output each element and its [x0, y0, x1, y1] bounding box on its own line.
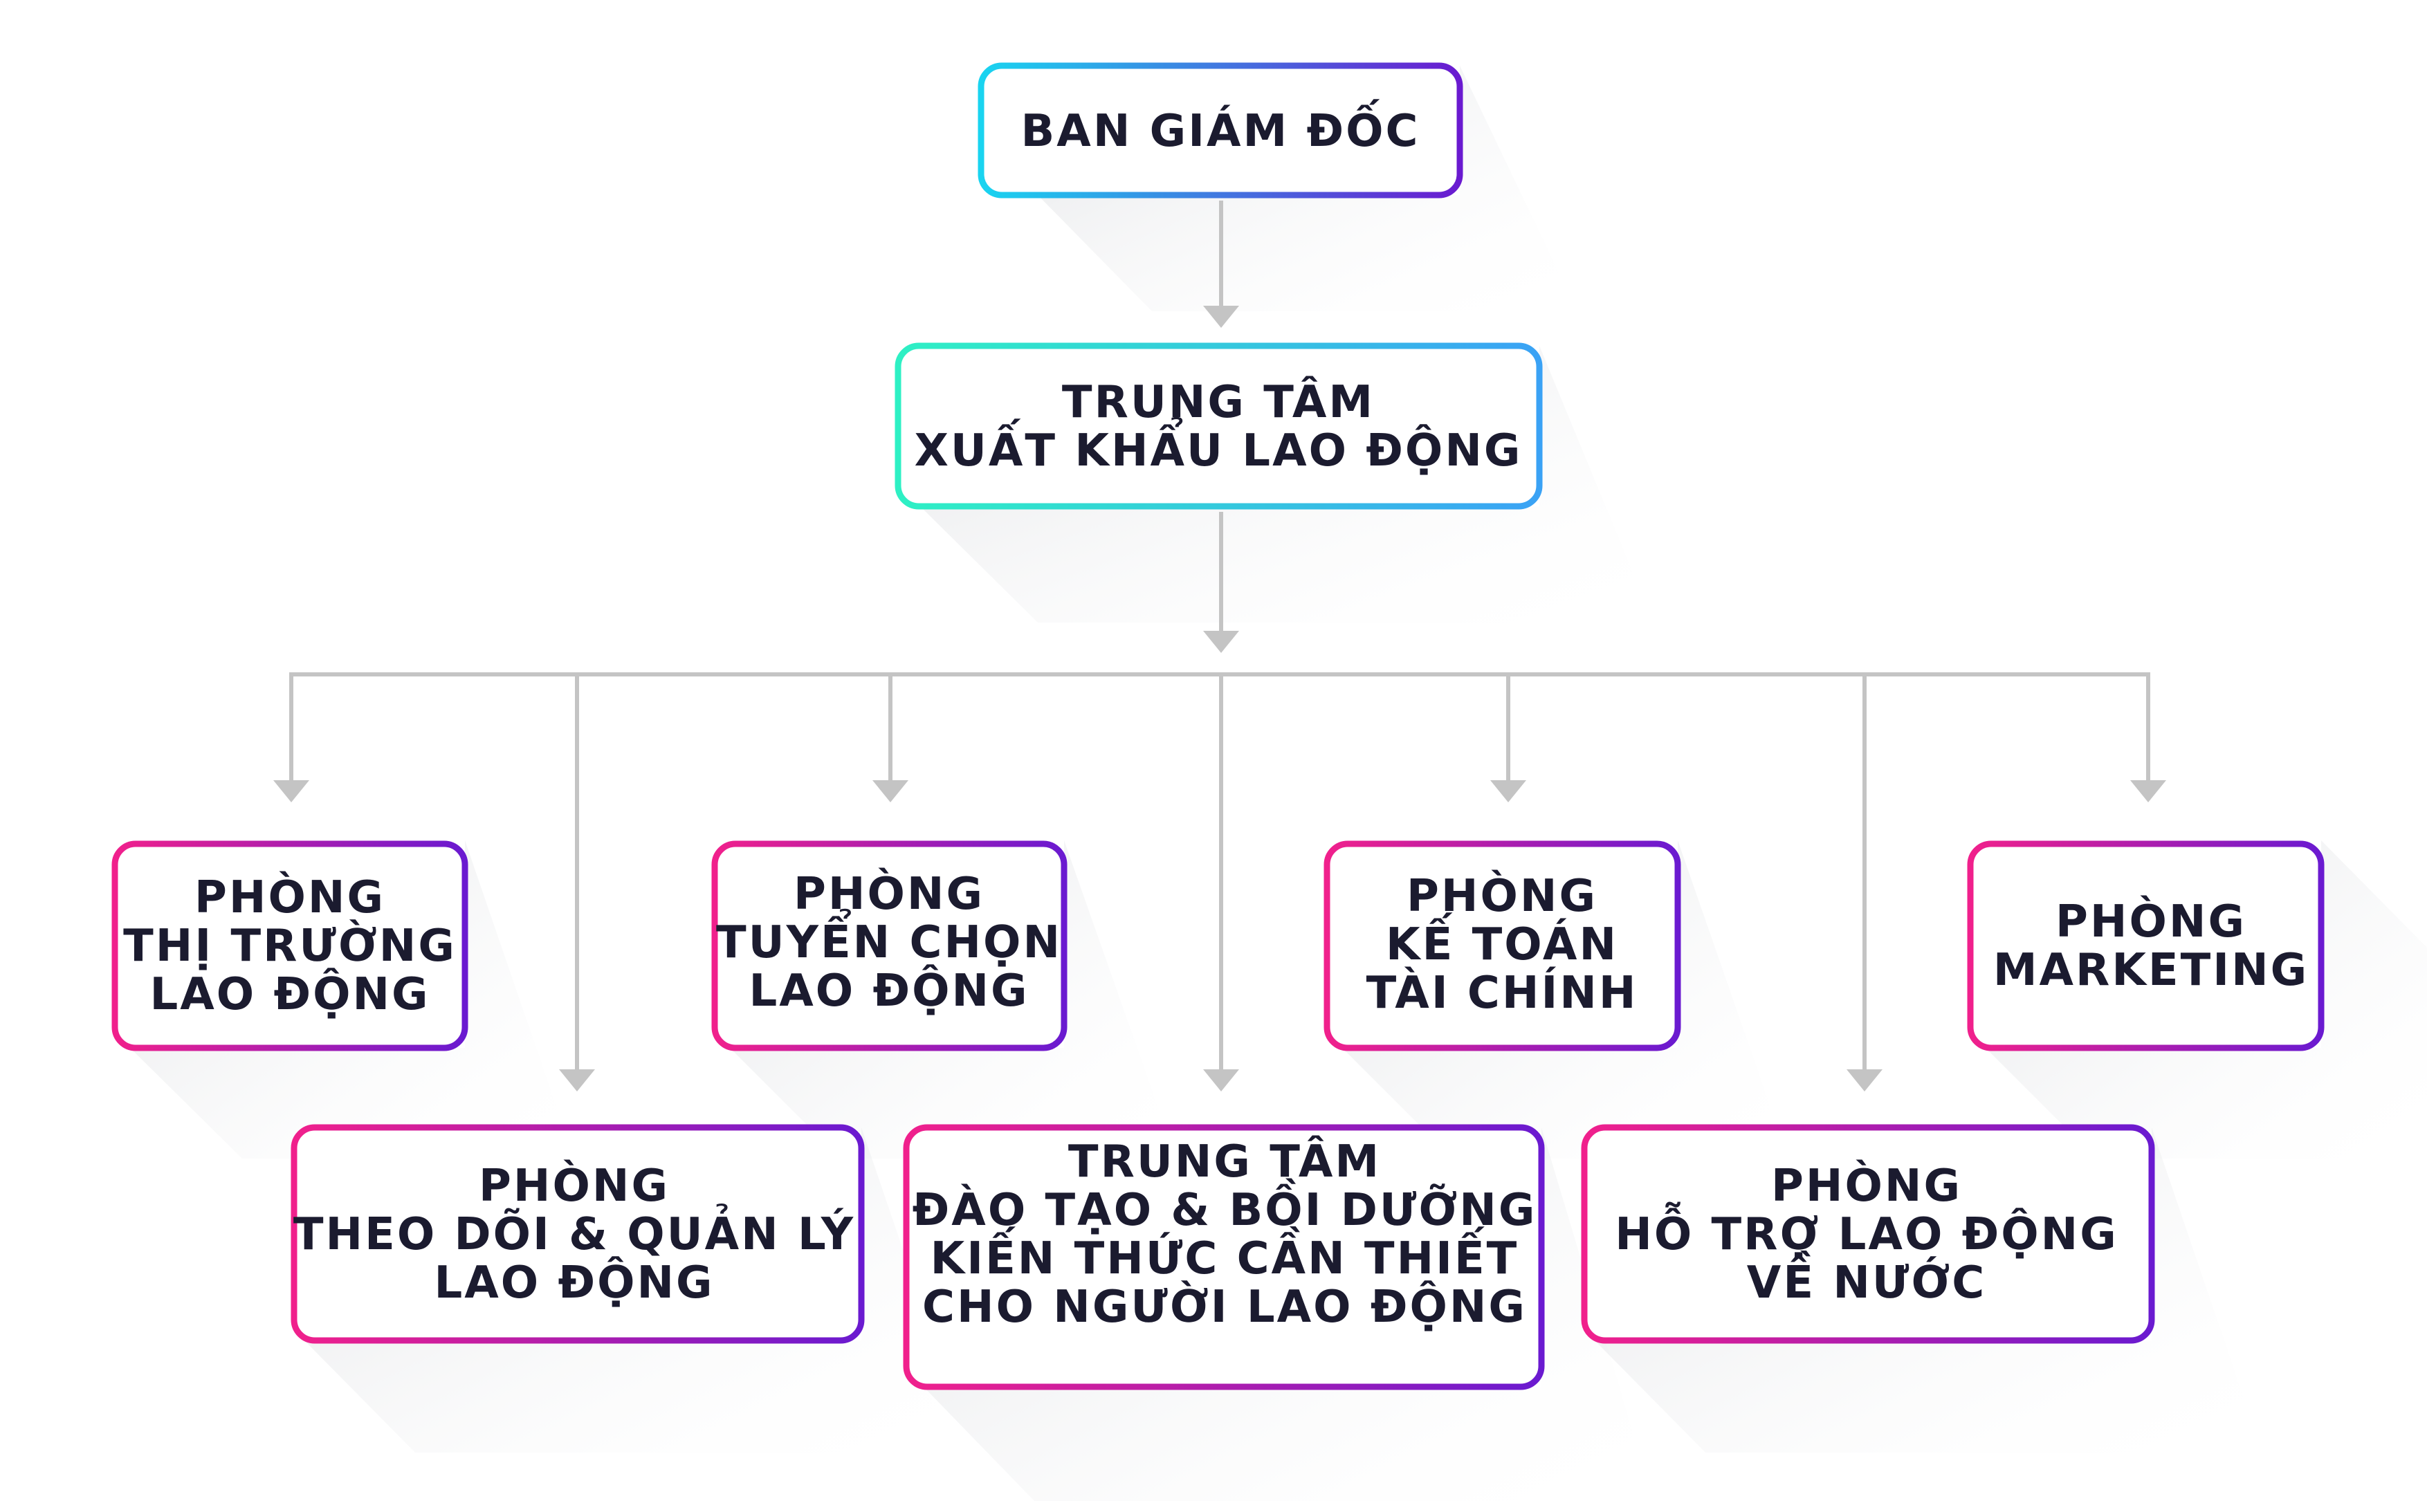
training-center-line-2: ĐÀO TẠO & BỒI DƯỠNG: [913, 1178, 1537, 1236]
arrowhead-center: [1203, 306, 1239, 328]
shadow-training-center: [924, 1127, 1654, 1501]
recruit-dept-line-2: TUYỂN CHỌN: [716, 908, 1062, 968]
marketing-dept-line-2: MARKETING: [1993, 945, 2309, 996]
arrowhead-monitor-dept: [559, 1069, 595, 1091]
market-dept-line-2: THỊ TRƯỜNG: [123, 919, 457, 972]
marketing-dept-line-1: PHÒNG: [2055, 895, 2246, 948]
node-board-text: BAN GIÁM ĐỐC: [1021, 99, 1420, 157]
arrowhead-return-dept: [1847, 1069, 1883, 1091]
shadow-marketing-dept: [1986, 840, 2427, 1159]
return-dept-line-1: PHÒNG: [1771, 1159, 1962, 1212]
return-dept-line-2: HỖ TRỢ LAO ĐỘNG: [1615, 1201, 2118, 1260]
shadow-export-center: [920, 346, 1654, 623]
node-board: BAN GIÁM ĐỐC: [978, 62, 1463, 199]
board-line-1: BAN GIÁM ĐỐC: [1021, 99, 1420, 157]
arrowhead-training-center: [1203, 1069, 1239, 1091]
market-dept-line-1: PHÒNG: [194, 871, 385, 923]
shadow-market-dept: [130, 840, 574, 1159]
connectors: [273, 201, 2166, 1091]
training-center-line-1: TRUNG TÂM: [1068, 1135, 1381, 1188]
finance-dept-line-2: KẾ TOÁN: [1386, 912, 1618, 970]
return-dept-line-3: VỀ NƯỚC: [1747, 1251, 1986, 1309]
arrowhead-finance-dept: [1490, 780, 1526, 802]
monitor-dept-line-1: PHÒNG: [479, 1159, 670, 1212]
monitor-dept-line-3: LAO ĐỘNG: [434, 1255, 714, 1309]
arrowhead-market-dept: [273, 780, 309, 802]
export-center-line-2: XUẤT KHẨU LAO ĐỘNG: [915, 416, 1523, 477]
shadow-board: [1038, 66, 1577, 311]
shadow-finance-dept: [1342, 840, 1788, 1159]
shadow-monitor-dept: [304, 1127, 972, 1453]
market-dept-line-3: LAO ĐỘNG: [149, 967, 430, 1020]
finance-dept-line-1: PHÒNG: [1407, 869, 1597, 922]
recruit-dept-line-3: LAO ĐỘNG: [749, 964, 1029, 1017]
recruit-dept-line-1: PHÒNG: [794, 867, 984, 920]
shadow-return-dept: [1595, 1127, 2262, 1453]
finance-dept-line-3: TÀI CHÍNH: [1366, 966, 1638, 1019]
training-center-line-4: CHO NGƯỜI LAO ĐỘNG: [922, 1280, 1527, 1333]
export-center-line-1: TRUNG TÂM: [1062, 376, 1375, 428]
arrowhead-stem: [1203, 631, 1239, 653]
arrowhead-recruit-dept: [872, 780, 908, 802]
training-center-line-3: KIẾN THỨC CẦN THIẾT: [931, 1226, 1519, 1284]
arrowhead-marketing-dept: [2130, 780, 2166, 802]
monitor-dept-line-2: THEO DÕI & QUẢN LÝ: [293, 1203, 855, 1260]
